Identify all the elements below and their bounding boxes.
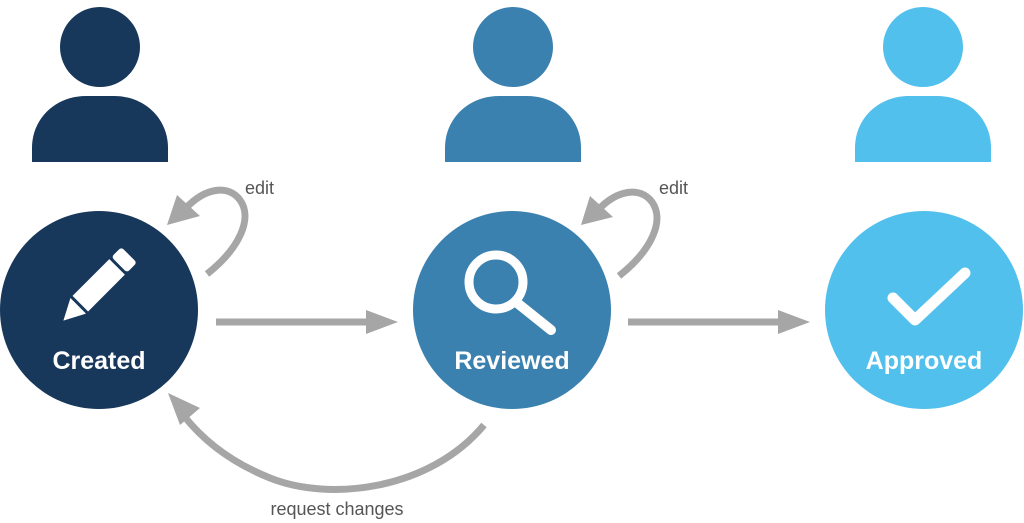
edit-label-created: edit: [245, 178, 274, 198]
edit-label-reviewed: edit: [659, 178, 688, 198]
state-created: Created: [0, 211, 198, 409]
arrow-reviewed-to-approved: [628, 310, 810, 334]
pencil-icon: [63, 248, 136, 321]
state-circle: [0, 211, 198, 409]
person-head: [473, 7, 553, 87]
checkmark-icon: [887, 267, 971, 326]
state-label-approved: Approved: [866, 347, 983, 375]
arrow-head: [168, 393, 200, 425]
state-label-reviewed: Reviewed: [454, 347, 569, 375]
arrow-head: [778, 310, 810, 334]
loop-curve: [183, 186, 249, 277]
edit-loop-created: edit: [167, 178, 274, 277]
magnifier-icon: [464, 250, 556, 335]
state-label-created: Created: [52, 347, 145, 375]
request-changes-curve: [181, 413, 487, 493]
arrow-head: [366, 310, 398, 334]
state-reviewed: Reviewed: [413, 211, 611, 409]
arrow-created-to-reviewed: [216, 310, 398, 334]
person-head: [60, 7, 140, 87]
person-head: [883, 7, 963, 87]
arrow-request-changes: request changes: [168, 393, 487, 519]
loop-arrowhead: [581, 196, 613, 225]
person-icon-reviewed: [445, 7, 581, 162]
person-body: [32, 96, 168, 162]
person-icon-created: [32, 7, 168, 162]
person-icon-approved: [855, 7, 991, 162]
loop-arrowhead: [167, 195, 200, 225]
state-approved: Approved: [825, 211, 1023, 409]
edit-loop-reviewed: edit: [581, 178, 688, 279]
person-body: [445, 96, 581, 162]
request-changes-label: request changes: [270, 499, 403, 519]
loop-curve: [595, 188, 661, 279]
person-body: [855, 96, 991, 162]
state-circle: [413, 211, 611, 409]
